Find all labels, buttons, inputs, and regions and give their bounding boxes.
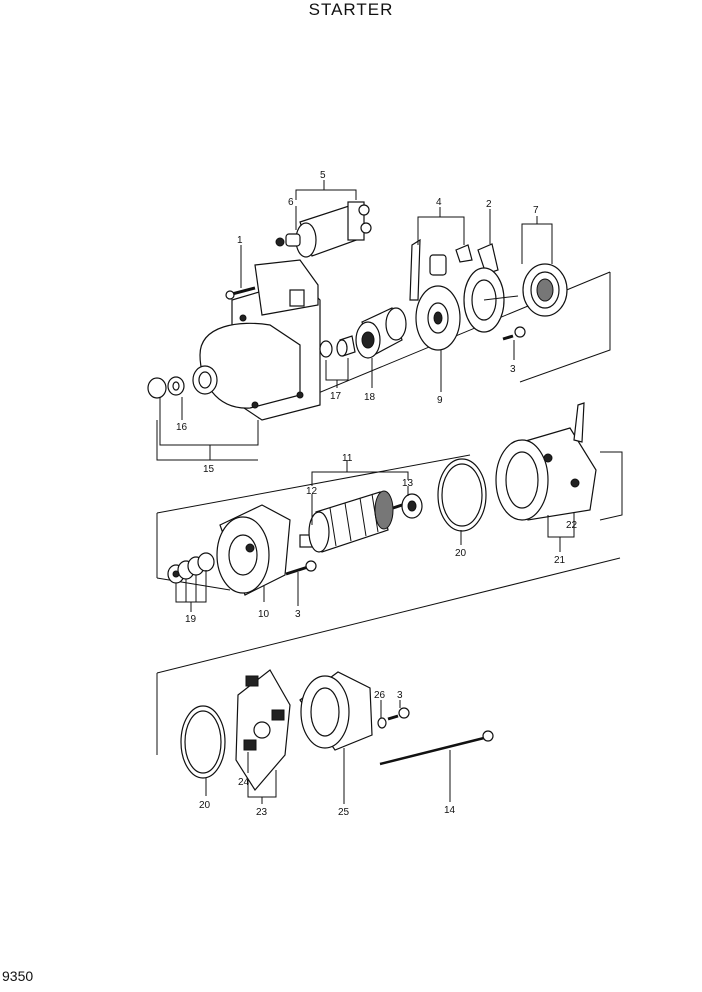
screw-part-3-bottom [387,707,410,721]
callout-23: 23 [256,807,268,818]
leader-lines [159,180,575,804]
pinion-clutch-part-18 [355,307,407,359]
callout-7: 7 [533,205,539,216]
yoke-part-21 [495,402,597,521]
callout-2: 2 [486,199,492,210]
callout-17: 17 [330,391,342,402]
washer-part-26 [377,717,387,729]
callout-16: 16 [176,422,188,433]
callout-12: 12 [306,486,318,497]
gear-part-2 [463,243,519,333]
callout-14: 14 [444,805,456,816]
callout-24: 24 [238,777,250,788]
callout-9: 9 [437,395,443,406]
center-plate-part-9 [415,285,461,351]
callout-20-bottom: 20 [199,800,211,811]
bolt-part-1 [225,286,256,300]
callout-10: 10 [258,609,270,620]
bearing-part-7 [522,263,568,317]
callout-26: 26 [374,690,386,701]
callout-15: 15 [203,464,215,475]
callout-19: 19 [185,614,197,625]
callout-4: 4 [436,197,442,208]
callout-labels: 1 2 3 4 5 6 7 9 18 17 16 15 11 12 13 20 … [176,170,578,818]
callout-25: 25 [338,807,350,818]
callout-3-middle: 3 [295,609,301,620]
callout-3-top: 3 [510,364,516,375]
screw-part-3-top [502,326,526,341]
sleeve-part-17 [319,335,356,358]
page-title: STARTER [308,0,394,19]
callout-5: 5 [320,170,326,181]
callout-6: 6 [288,197,294,208]
callout-13: 13 [402,478,414,489]
callout-22: 22 [566,520,578,531]
callout-21: 21 [554,555,566,566]
through-bolt-part-14 [379,730,494,766]
brush-holder-part-23 [235,669,291,792]
bearing-part-13 [401,493,423,519]
front-housing [192,259,321,421]
callout-20-middle: 20 [455,548,467,559]
gasket-part-20-bottom [180,705,226,779]
callout-18: 18 [364,392,376,403]
solenoid-switch [275,201,372,258]
armature-part-11 [299,490,406,553]
page-code: 9350 [2,968,34,984]
gasket-part-20-middle [437,458,487,532]
washers-part-19 [167,552,215,584]
shift-lever-part-4 [409,238,473,301]
rear-cover-part-25 [299,671,373,751]
yoke-front-part-10 [216,504,291,596]
screw-part-3-middle [285,560,317,576]
callout-3-bottom: 3 [397,690,403,701]
plug-part-16 [147,376,185,399]
callout-11: 11 [342,453,353,464]
callout-1: 1 [237,235,243,246]
